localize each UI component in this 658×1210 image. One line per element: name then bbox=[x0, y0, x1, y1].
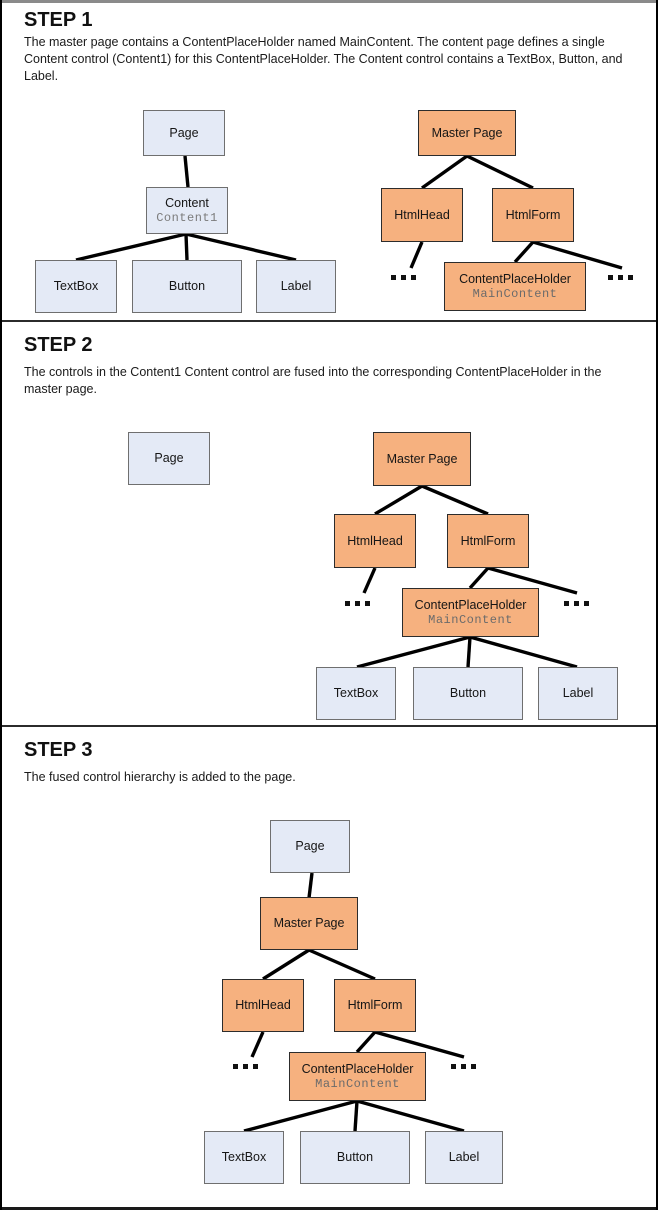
node-s2-label[interactable]: Label bbox=[538, 667, 618, 720]
ellipsis-s1-right bbox=[608, 275, 633, 280]
node-s3-label[interactable]: Label bbox=[425, 1131, 503, 1184]
node-title: HtmlHead bbox=[394, 207, 450, 222]
node-s3-htmlform[interactable]: HtmlForm bbox=[334, 979, 416, 1032]
step-3-edges bbox=[243, 872, 465, 1133]
node-title: ContentPlaceHolder bbox=[414, 597, 527, 612]
node-title: HtmlForm bbox=[460, 533, 516, 548]
node-title: HtmlForm bbox=[347, 998, 403, 1012]
ellipsis-s3-right bbox=[451, 1064, 476, 1069]
node-title: HtmlForm bbox=[505, 207, 561, 222]
step-1-heading: STEP 1 bbox=[24, 9, 93, 31]
node-s2-htmlform[interactable]: HtmlForm bbox=[447, 514, 529, 568]
node-title: Page bbox=[295, 839, 325, 853]
node-title: Label bbox=[448, 1150, 480, 1164]
node-s1-htmlform[interactable]: HtmlForm bbox=[492, 188, 574, 242]
node-title: Master Page bbox=[431, 125, 503, 140]
step-1-description: The master page contains a ContentPlaceH… bbox=[24, 35, 623, 83]
step-2-description: The controls in the Content1 Content con… bbox=[24, 365, 602, 396]
step-1-section: STEP 1 The master page contains a Conten… bbox=[2, 0, 656, 320]
node-title: ContentPlaceHolder bbox=[459, 271, 571, 286]
node-s2-htmlhead[interactable]: HtmlHead bbox=[334, 514, 416, 568]
node-s1-button[interactable]: Button bbox=[132, 260, 242, 313]
top-border bbox=[2, 0, 656, 3]
node-subtitle: Content1 bbox=[156, 210, 218, 225]
step-2-heading: STEP 2 bbox=[24, 334, 93, 356]
node-s3-htmlhead[interactable]: HtmlHead bbox=[222, 979, 304, 1032]
node-s3-master-page[interactable]: Master Page bbox=[260, 897, 358, 950]
node-s1-contentplaceholder[interactable]: ContentPlaceHolder MainContent bbox=[444, 262, 586, 311]
node-s2-master-page[interactable]: Master Page bbox=[373, 432, 471, 486]
node-title: Page bbox=[154, 451, 184, 465]
ellipsis-s2-right bbox=[564, 601, 589, 606]
step-2-section: STEP 2 The controls in the Content1 Cont… bbox=[2, 322, 656, 725]
node-title: Page bbox=[169, 125, 199, 140]
node-s1-label[interactable]: Label bbox=[256, 260, 336, 313]
node-title: ContentPlaceHolder bbox=[301, 1061, 414, 1076]
ellipsis-s2-left bbox=[345, 601, 370, 606]
node-s2-textbox[interactable]: TextBox bbox=[316, 667, 396, 720]
node-title: Label bbox=[562, 686, 594, 700]
node-s1-htmlhead[interactable]: HtmlHead bbox=[381, 188, 463, 242]
node-s3-button[interactable]: Button bbox=[300, 1131, 410, 1184]
node-title: TextBox bbox=[53, 279, 99, 293]
node-s2-button[interactable]: Button bbox=[413, 667, 523, 720]
node-title: Button bbox=[336, 1150, 374, 1164]
node-s3-page[interactable]: Page bbox=[270, 820, 350, 873]
step-1-edges bbox=[75, 154, 623, 270]
bottom-border bbox=[2, 1207, 656, 1210]
node-title: Button bbox=[168, 279, 206, 293]
node-title: Master Page bbox=[273, 916, 345, 930]
ellipsis-s1-left bbox=[391, 275, 416, 280]
node-title: Button bbox=[449, 686, 487, 700]
divider-step2-step3 bbox=[2, 725, 656, 727]
node-subtitle: MainContent bbox=[428, 612, 513, 627]
node-subtitle: MainContent bbox=[315, 1076, 400, 1091]
node-title: Label bbox=[280, 279, 312, 293]
node-s1-page[interactable]: Page bbox=[143, 110, 225, 156]
node-subtitle: MainContent bbox=[472, 286, 558, 301]
node-title: TextBox bbox=[221, 1150, 267, 1164]
node-s2-contentplaceholder[interactable]: ContentPlaceHolder MainContent bbox=[402, 588, 539, 637]
node-s1-content[interactable]: Content Content1 bbox=[146, 187, 228, 234]
step-3-section: STEP 3 The fused control hierarchy is ad… bbox=[2, 727, 656, 1210]
step-3-heading: STEP 3 bbox=[24, 739, 93, 761]
step-3-description: The fused control hierarchy is added to … bbox=[24, 770, 296, 784]
step-2-edges bbox=[356, 484, 578, 669]
node-title: Master Page bbox=[386, 451, 458, 466]
node-title: TextBox bbox=[333, 686, 379, 700]
ellipsis-s3-left bbox=[233, 1064, 258, 1069]
node-s1-textbox[interactable]: TextBox bbox=[35, 260, 117, 313]
node-title: HtmlHead bbox=[347, 533, 403, 548]
node-title: HtmlHead bbox=[235, 998, 291, 1012]
divider-step1-step2 bbox=[2, 320, 656, 322]
node-s3-contentplaceholder[interactable]: ContentPlaceHolder MainContent bbox=[289, 1052, 426, 1101]
node-s1-master-page[interactable]: Master Page bbox=[418, 110, 516, 156]
node-title: Content bbox=[165, 195, 209, 210]
node-s3-textbox[interactable]: TextBox bbox=[204, 1131, 284, 1184]
node-s2-page[interactable]: Page bbox=[128, 432, 210, 485]
